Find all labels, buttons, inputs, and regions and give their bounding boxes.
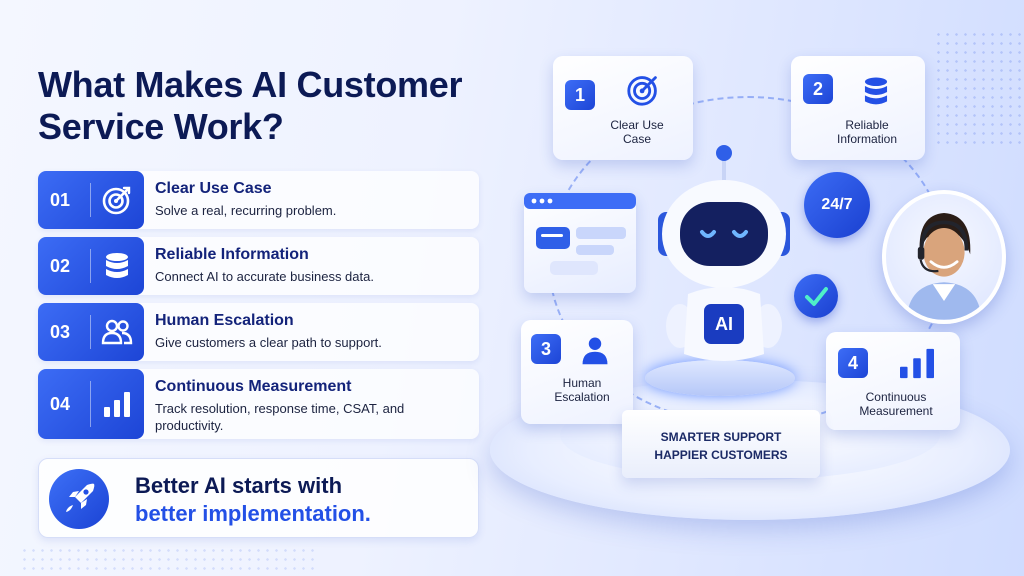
step-continuous-measurement: 04 Continuous Measurement Track resoluti…	[38, 369, 479, 439]
dot-pattern	[934, 30, 1024, 150]
step-title: Clear Use Case	[155, 180, 272, 197]
people-icon	[101, 319, 133, 345]
step-title: Continuous Measurement	[155, 378, 352, 395]
robot-ai-badge: AI	[715, 313, 733, 334]
step-reliable-information: 02 Reliable Information Connect AI to ac…	[38, 237, 479, 295]
sign-line-2: HAPPIER CUSTOMERS	[654, 448, 788, 462]
feature-card-reliable-information: 2 Reliable Information	[791, 56, 925, 160]
cta-banner: Better AI starts with better implementat…	[38, 458, 479, 538]
checkmark-icon	[805, 287, 828, 306]
bar-chart-icon	[900, 348, 934, 379]
step-number: 01	[50, 189, 71, 210]
banner-line-1: Better AI starts with	[135, 473, 343, 498]
step-title: Human Escalation	[155, 312, 294, 329]
step-description: Solve a real, recurring problem.	[155, 203, 337, 218]
step-number-badge: 03	[38, 303, 144, 361]
headset-agent-icon	[906, 213, 982, 320]
chat-bubbles-icon	[524, 193, 636, 275]
target-icon	[102, 186, 131, 215]
card-number: 1	[565, 80, 595, 110]
card-label: Clear Use Case	[610, 118, 664, 146]
step-number-badge: 02	[38, 237, 144, 295]
database-icon	[106, 253, 128, 278]
support-agent-avatar	[882, 190, 1006, 324]
step-number: 03	[50, 321, 71, 342]
card-number: 3	[531, 334, 561, 364]
database-icon	[864, 77, 888, 105]
page-title: What Makes AI Customer Service Work?	[38, 64, 463, 147]
feature-card-clear-use-case: 1 Clear Use Case	[553, 56, 693, 160]
banner-line-2: better implementation.	[135, 501, 371, 526]
slogan-sign: SMARTER SUPPORT HAPPIER CUSTOMERS	[622, 410, 820, 478]
step-number-badge: 01	[38, 171, 144, 229]
sign-line-1: SMARTER SUPPORT	[660, 430, 782, 444]
step-number: 02	[50, 255, 71, 276]
robot-pedestal	[645, 360, 795, 396]
robot-illustration	[658, 145, 790, 361]
step-description: Track resolution, response time, CSAT, a…	[155, 401, 405, 433]
step-human-escalation: 03 Human Escalation Give customers a cle…	[38, 303, 479, 361]
step-title: Reliable Information	[155, 246, 309, 263]
card-number: 2	[803, 74, 833, 104]
feature-card-continuous-measurement: 4 Continuous Measurement	[826, 332, 960, 430]
step-description: Give customers a clear path to support.	[155, 335, 382, 350]
card-label: Human Escalation	[554, 376, 610, 404]
card-label: Reliable Information	[836, 118, 898, 146]
bar-chart-icon	[104, 392, 130, 417]
availability-badge: 24/7	[804, 172, 870, 238]
rocket-icon	[66, 483, 95, 512]
card-number: 4	[838, 348, 868, 378]
card-label: Continuous Measurement	[859, 390, 933, 418]
feature-card-human-escalation: 3 Human Escalation	[521, 320, 633, 424]
check-badge	[794, 274, 838, 318]
person-icon	[582, 337, 608, 365]
rocket-icon-badge	[49, 469, 109, 529]
dot-pattern	[20, 546, 320, 576]
step-clear-use-case: 01 Clear Use Case Solve a real, recurrin…	[38, 171, 479, 229]
step-description: Connect AI to accurate business data.	[155, 269, 374, 284]
chat-window-illustration	[524, 193, 636, 293]
step-number-badge: 04	[38, 369, 144, 439]
target-icon	[627, 76, 657, 106]
step-number: 04	[50, 393, 71, 414]
